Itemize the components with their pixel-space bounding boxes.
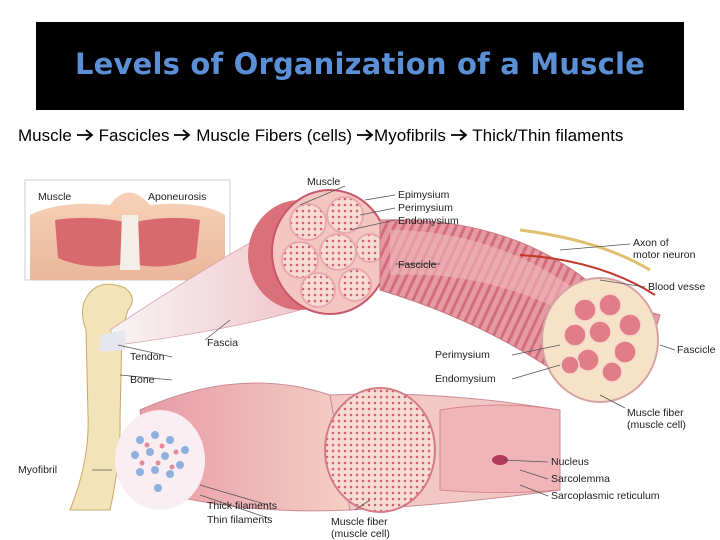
- label-endomysium-mid: Endomysium: [435, 373, 496, 385]
- hierarchy-step-muscle: Muscle: [18, 126, 72, 145]
- label-fascicle-mid: Fascicle: [398, 259, 437, 271]
- muscle-anatomy-illustration: Muscle Aponeurosis Muscle Epimysium Peri…: [18, 176, 716, 540]
- myofibril-end: [115, 410, 205, 510]
- arrow-right-icon: [357, 129, 374, 141]
- label-aponeurosis: Aponeurosis: [148, 191, 206, 203]
- hierarchy-step-filaments: Thick/Thin filaments: [472, 126, 624, 145]
- torso-inset: [24, 179, 231, 281]
- label-muscle-fiber-bottom-2: (muscle cell): [331, 528, 390, 540]
- muscle-fiber-bundle: [139, 382, 561, 513]
- label-axon-line2: motor neuron: [633, 249, 696, 261]
- label-tendon: Tendon: [130, 351, 165, 363]
- label-sarcoplasmic-reticulum: Sarcoplasmic reticulum: [551, 490, 660, 502]
- hierarchy-step-muscle-fibers: Muscle Fibers (cells): [196, 126, 353, 145]
- organization-hierarchy: Muscle Fascicles Muscle Fibers (cells) My…: [18, 126, 627, 146]
- title-banner: Levels of Organization of a Muscle: [36, 22, 684, 110]
- label-fascia: Fascia: [207, 337, 238, 349]
- label-thin-filaments: Thin filaments: [207, 514, 272, 526]
- fascicle-cross-section: [519, 228, 659, 403]
- label-muscle-fiber-right-1: Muscle fiber: [627, 407, 684, 419]
- label-axon-line1: Axon of: [633, 237, 669, 249]
- leader-lines: [92, 185, 676, 519]
- label-perimysium-mid: Perimysium: [435, 349, 490, 361]
- page-title: Levels of Organization of a Muscle: [74, 47, 646, 81]
- label-epimysium: Epimysium: [398, 189, 450, 201]
- label-perimysium-top: Perimysium: [398, 202, 453, 214]
- label-bone: Bone: [130, 374, 155, 386]
- label-myofibril: Myofibril: [18, 464, 57, 476]
- arrow-right-icon: [450, 129, 468, 141]
- hierarchy-step-fascicles: Fascicles: [98, 126, 170, 145]
- label-thick-filaments: Thick filaments: [207, 500, 277, 512]
- hierarchy-step-myofibrils: Myofibrils: [374, 126, 446, 145]
- label-muscle-inset: Muscle: [38, 191, 71, 203]
- arrow-right-icon: [76, 129, 94, 141]
- label-muscle: Muscle: [307, 176, 340, 188]
- label-blood-vessel: Blood vesse: [648, 281, 705, 293]
- label-endomysium-top: Endomysium: [398, 215, 459, 227]
- arrow-right-icon: [174, 129, 191, 141]
- label-muscle-fiber-right-2: (muscle cell): [627, 419, 686, 431]
- muscle-cross-section: [248, 189, 389, 315]
- label-fascicle-right: Fascicle: [677, 344, 716, 356]
- label-sarcolemma: Sarcolemma: [551, 473, 610, 485]
- label-nucleus: Nucleus: [551, 456, 589, 468]
- label-muscle-fiber-bottom-1: Muscle fiber: [331, 516, 388, 528]
